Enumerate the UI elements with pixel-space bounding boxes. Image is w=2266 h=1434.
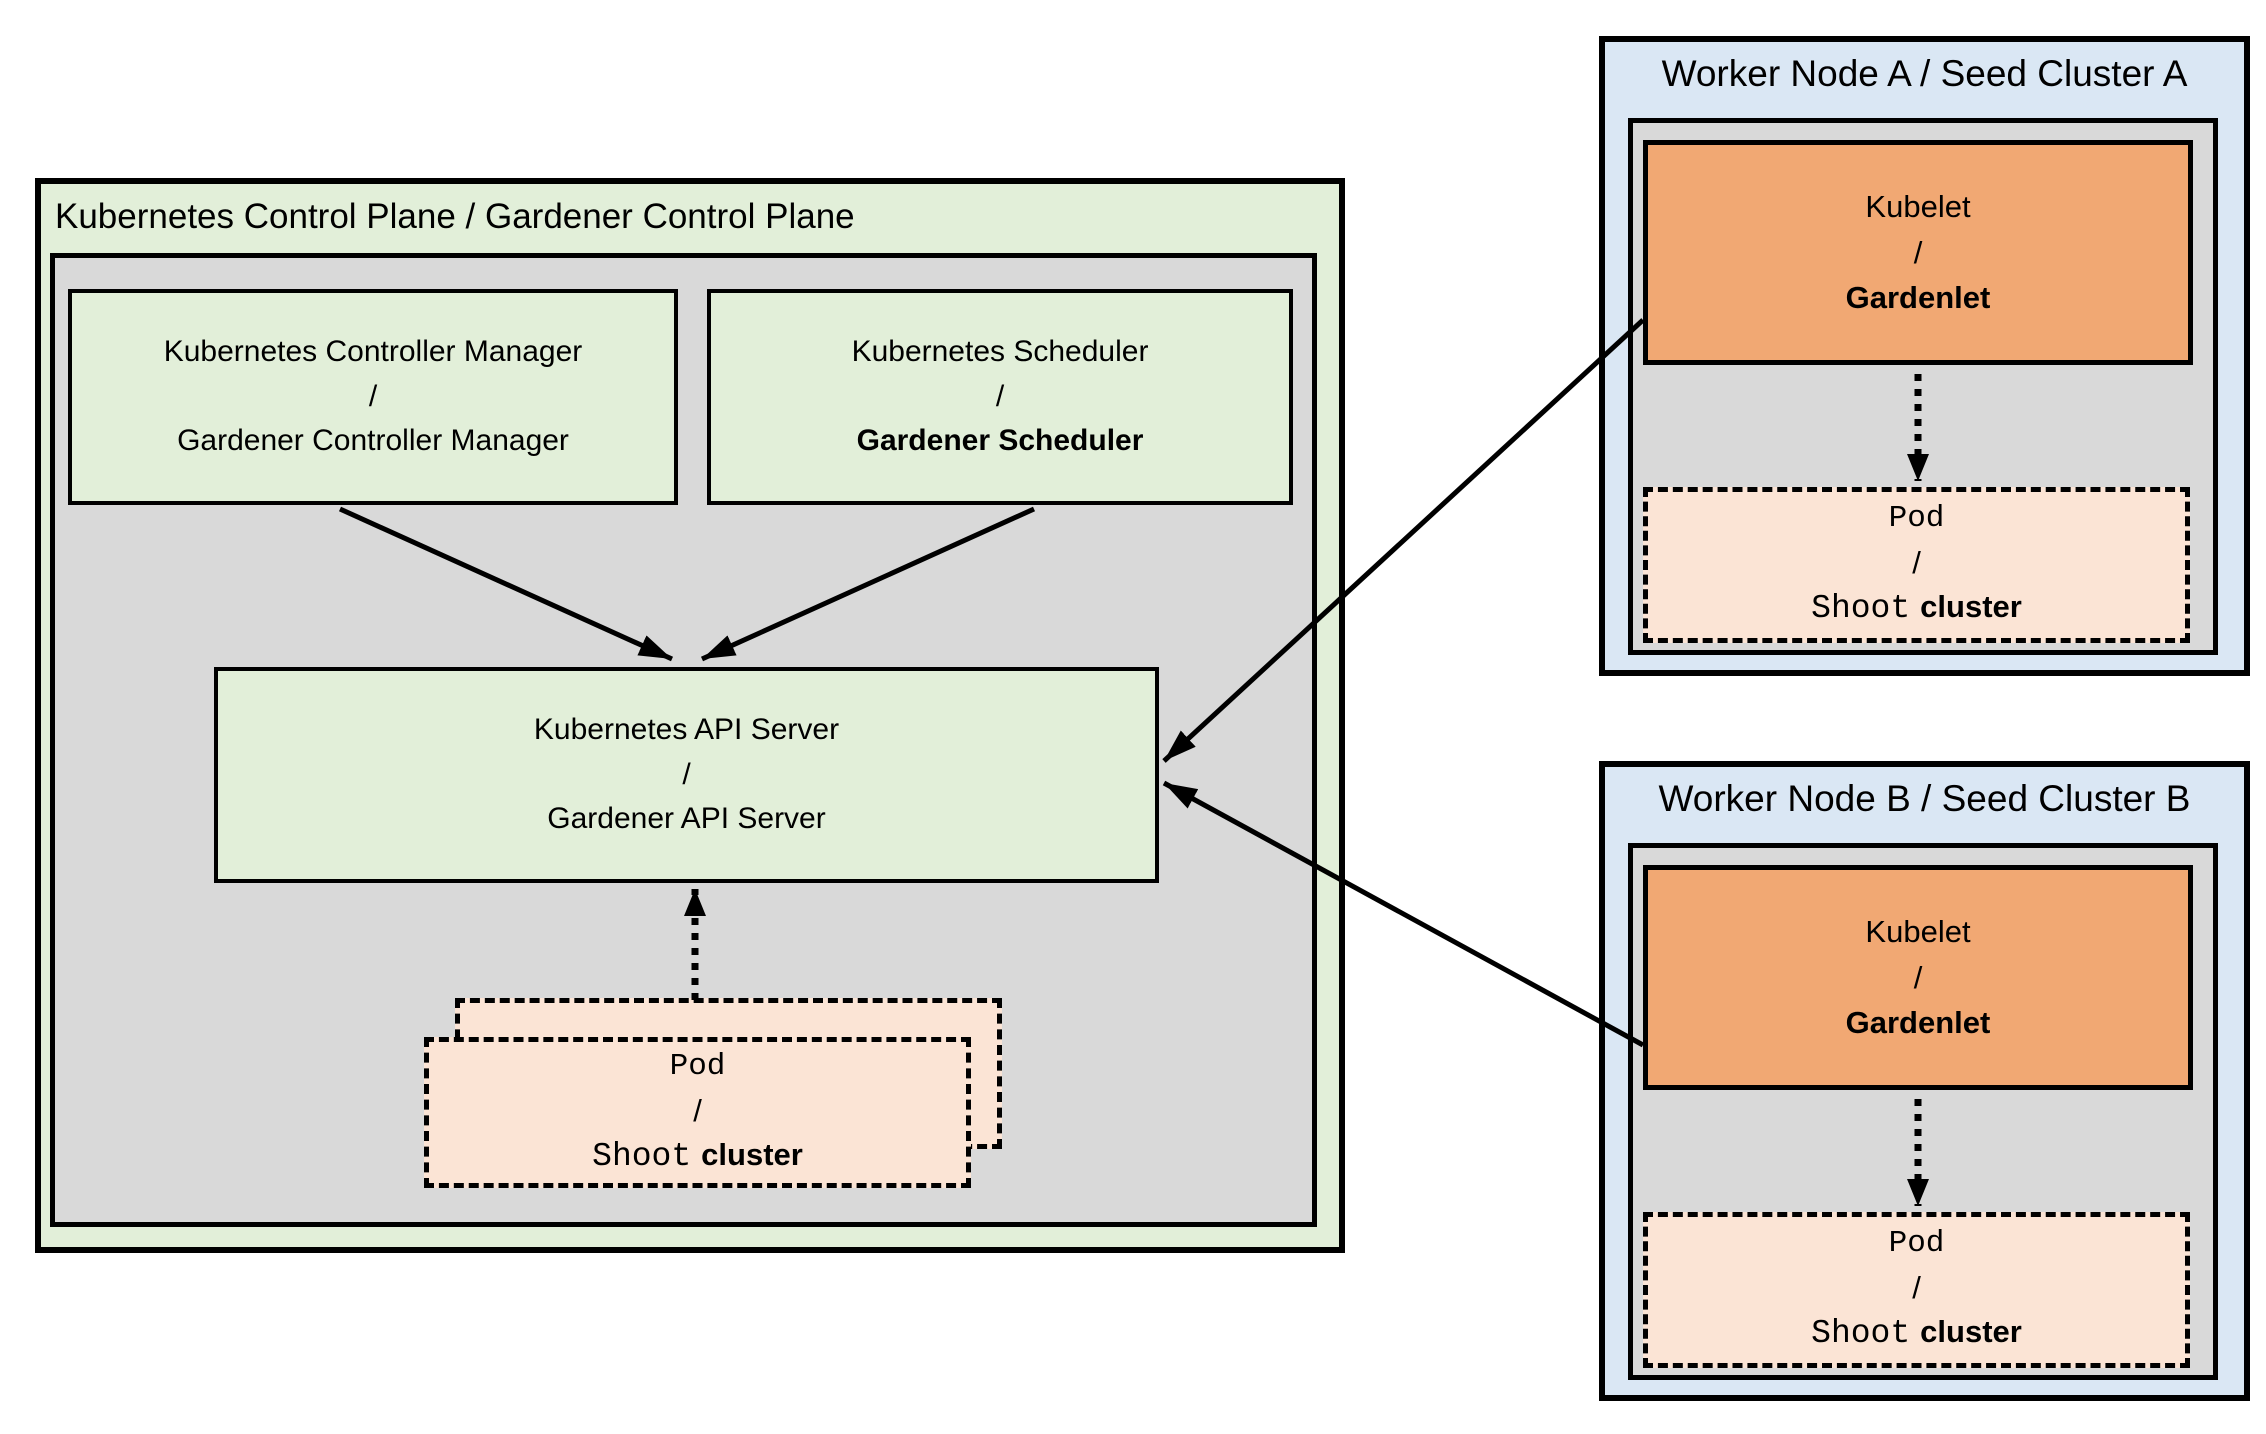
- worker-b-kubelet-box: Kubelet / Gardenlet: [1643, 865, 2193, 1090]
- cluster-label: cluster: [701, 1136, 803, 1172]
- controller-manager-separator: /: [368, 379, 378, 413]
- worker-b-kubelet-separator: /: [1913, 959, 1923, 995]
- worker-a-pod-separator: /: [1912, 545, 1921, 581]
- worker-b-gardenlet-label: Gardenlet: [1845, 1005, 1991, 1041]
- worker-node-b-title: Worker Node B / Seed Cluster B: [1658, 778, 2191, 819]
- worker-a-cluster-label: cluster: [1920, 589, 2022, 625]
- worker-b-cluster-label: cluster: [1920, 1314, 2022, 1350]
- scheduler-separator: /: [995, 379, 1005, 413]
- scheduler-label-k8s: Kubernetes Scheduler: [851, 335, 1149, 369]
- worker-node-a-title: Worker Node A / Seed Cluster A: [1661, 53, 2188, 94]
- api-server-separator: /: [682, 757, 691, 791]
- worker-b-pod-separator: /: [1912, 1270, 1921, 1306]
- worker-a-kubelet-box: Kubelet / Gardenlet: [1643, 140, 2193, 365]
- scheduler-box: Kubernetes Scheduler / Gardener Schedule…: [707, 289, 1293, 505]
- worker-a-shoot-code-label: Shoot: [1811, 590, 1911, 628]
- controller-manager-box: Kubernetes Controller Manager / Gardener…: [68, 289, 678, 505]
- worker-b-kubelet-label: Kubelet: [1865, 913, 1971, 949]
- controller-manager-label-gardener: Gardener Controller Manager: [177, 424, 569, 458]
- api-server-label-gardener: Gardener API Server: [547, 802, 826, 836]
- control-plane-title: Kubernetes Control Plane / Gardener Cont…: [55, 197, 855, 236]
- worker-b-pod-label: Pod: [1888, 1226, 1945, 1262]
- api-server-label-k8s: Kubernetes API Server: [533, 713, 840, 747]
- worker-a-pod-label: Pod: [1888, 501, 1945, 537]
- pod-separator: /: [693, 1092, 702, 1128]
- worker-a-kubelet-separator: /: [1913, 234, 1923, 270]
- controller-manager-label-k8s: Kubernetes Controller Manager: [163, 335, 583, 369]
- pod-label: Pod: [669, 1048, 726, 1084]
- shoot-code-label: Shoot: [592, 1137, 692, 1175]
- worker-a-kubelet-label: Kubelet: [1865, 188, 1971, 224]
- worker-a-gardenlet-label: Gardenlet: [1845, 280, 1991, 316]
- api-server-box: Kubernetes API Server / Gardener API Ser…: [214, 667, 1159, 883]
- scheduler-label-gardener: Gardener Scheduler: [856, 424, 1144, 458]
- worker-b-shoot-code-label: Shoot: [1811, 1315, 1911, 1353]
